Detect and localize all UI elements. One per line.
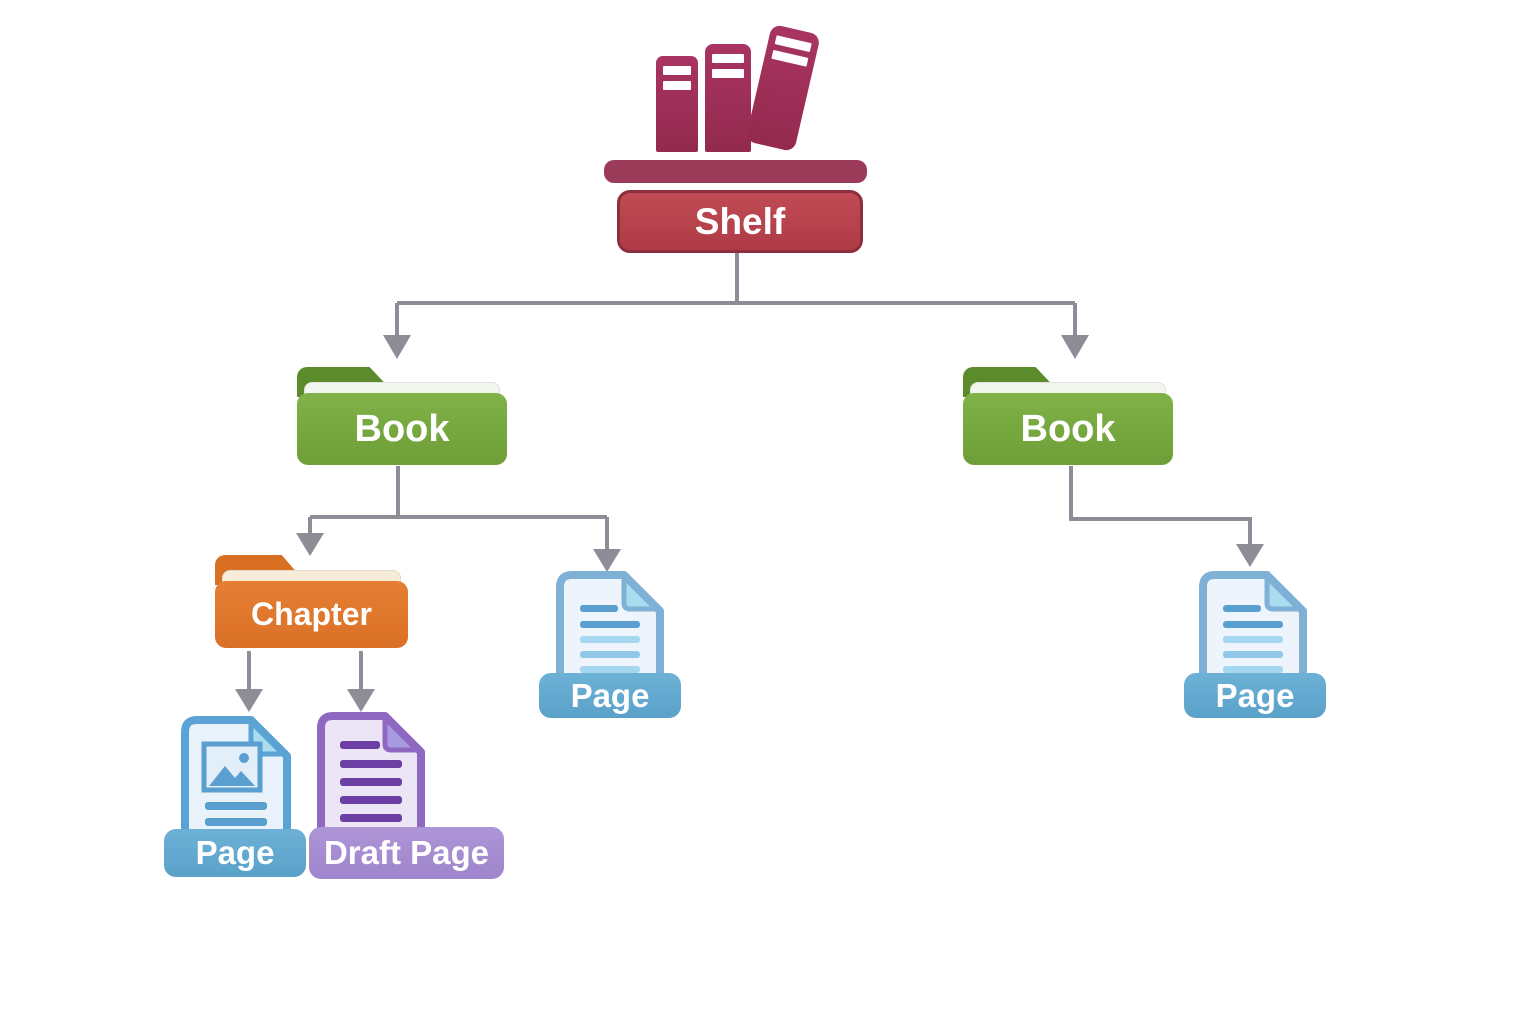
page-fold (621, 574, 659, 612)
book-right-label: Book (963, 393, 1173, 465)
page-fold (1264, 574, 1302, 612)
connector-chapter-to-pages (247, 651, 363, 690)
page-label: Page (539, 673, 681, 718)
connector-shelf-to-books (395, 249, 1077, 336)
book-folder-right: Book (963, 367, 1173, 465)
book-spine-icon (705, 44, 751, 152)
book-spine-icon (656, 56, 698, 152)
draft-document-icon (317, 712, 425, 844)
spine-stripe (774, 35, 812, 53)
spine-stripe (663, 66, 691, 75)
page-fold (382, 715, 420, 753)
shelf-node-label: Shelf (617, 190, 863, 253)
shelf-bar-icon (604, 160, 867, 183)
sun-dot-glyph (239, 753, 249, 763)
page-label: Page (1184, 673, 1326, 718)
arrowhead (1061, 335, 1089, 359)
page-label: Page (164, 829, 306, 877)
draft-page-label: Draft Page (309, 827, 504, 879)
spine-stripe (663, 81, 691, 90)
spine-stripe (712, 54, 744, 63)
image-document-icon (181, 716, 291, 846)
connector-book-to-chapter-page (308, 466, 609, 550)
arrowhead (235, 689, 263, 712)
book-folder-left: Book (297, 367, 507, 465)
mountains-glyph (209, 766, 255, 786)
arrowhead (593, 549, 621, 572)
spine-stripe (712, 69, 744, 78)
arrowhead (347, 689, 375, 712)
arrowhead (1236, 544, 1264, 567)
connector-book-right-to-page (1069, 466, 1252, 545)
book-spine-icon-tilted (745, 23, 821, 153)
book-left-label: Book (297, 393, 507, 465)
chapter-folder: Chapter (215, 555, 408, 648)
spine-stripe (771, 49, 809, 67)
chapter-label: Chapter (215, 581, 408, 648)
bookshelf-icon (648, 23, 843, 158)
arrowhead (296, 533, 324, 556)
arrowhead (383, 335, 411, 359)
